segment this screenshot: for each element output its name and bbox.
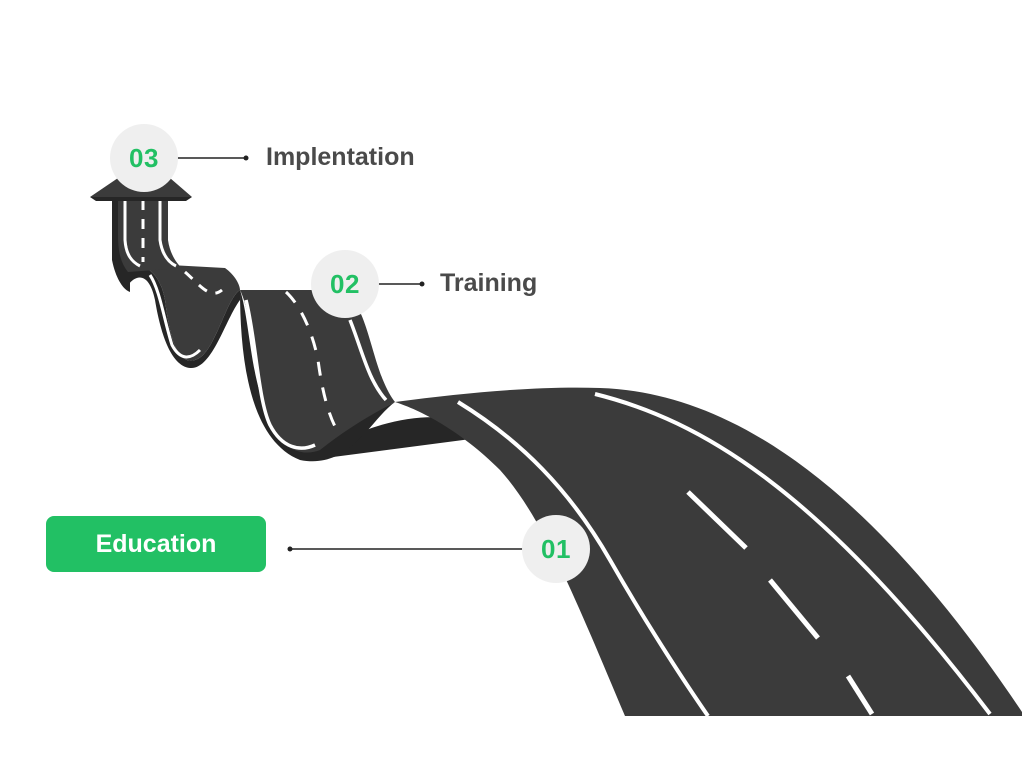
- road-edge-line: [456, 400, 710, 718]
- connector-02: [375, 281, 425, 287]
- step-03-number: 03: [129, 142, 159, 173]
- step-02-badge: 02: [311, 250, 379, 318]
- step-01-badge: 01: [522, 515, 590, 583]
- road-edge-line: [594, 392, 992, 716]
- road-arrow-head-shade: [90, 197, 192, 201]
- connector-03: [175, 155, 249, 161]
- road-surface-front: [395, 387, 1022, 716]
- step-03-badge: 03: [110, 124, 178, 192]
- connector-01: [287, 546, 525, 552]
- step-02-number: 02: [330, 268, 360, 299]
- road-edge-line: [123, 198, 141, 268]
- road-dash: [184, 270, 223, 295]
- road-surface-top: [118, 195, 182, 272]
- road-dash: [686, 490, 748, 550]
- road-dash: [768, 578, 820, 640]
- step-02-label: Training: [440, 269, 538, 297]
- road-dash: [284, 290, 340, 433]
- road-surface-wave: [128, 265, 240, 361]
- winding-road-icon: [112, 195, 1022, 718]
- road-dash: [845, 674, 875, 716]
- road-edge-line: [158, 198, 177, 268]
- road-surface-middle: [240, 290, 395, 453]
- step-01-number: 01: [541, 533, 571, 564]
- road-edge-line: [148, 274, 202, 359]
- road-edge-line: [348, 319, 388, 402]
- step-01-label-text: Education: [95, 529, 217, 558]
- road-edge-line: [244, 299, 316, 450]
- step-01-label: Education: [46, 516, 266, 572]
- step-03-label: Implentation: [266, 143, 415, 171]
